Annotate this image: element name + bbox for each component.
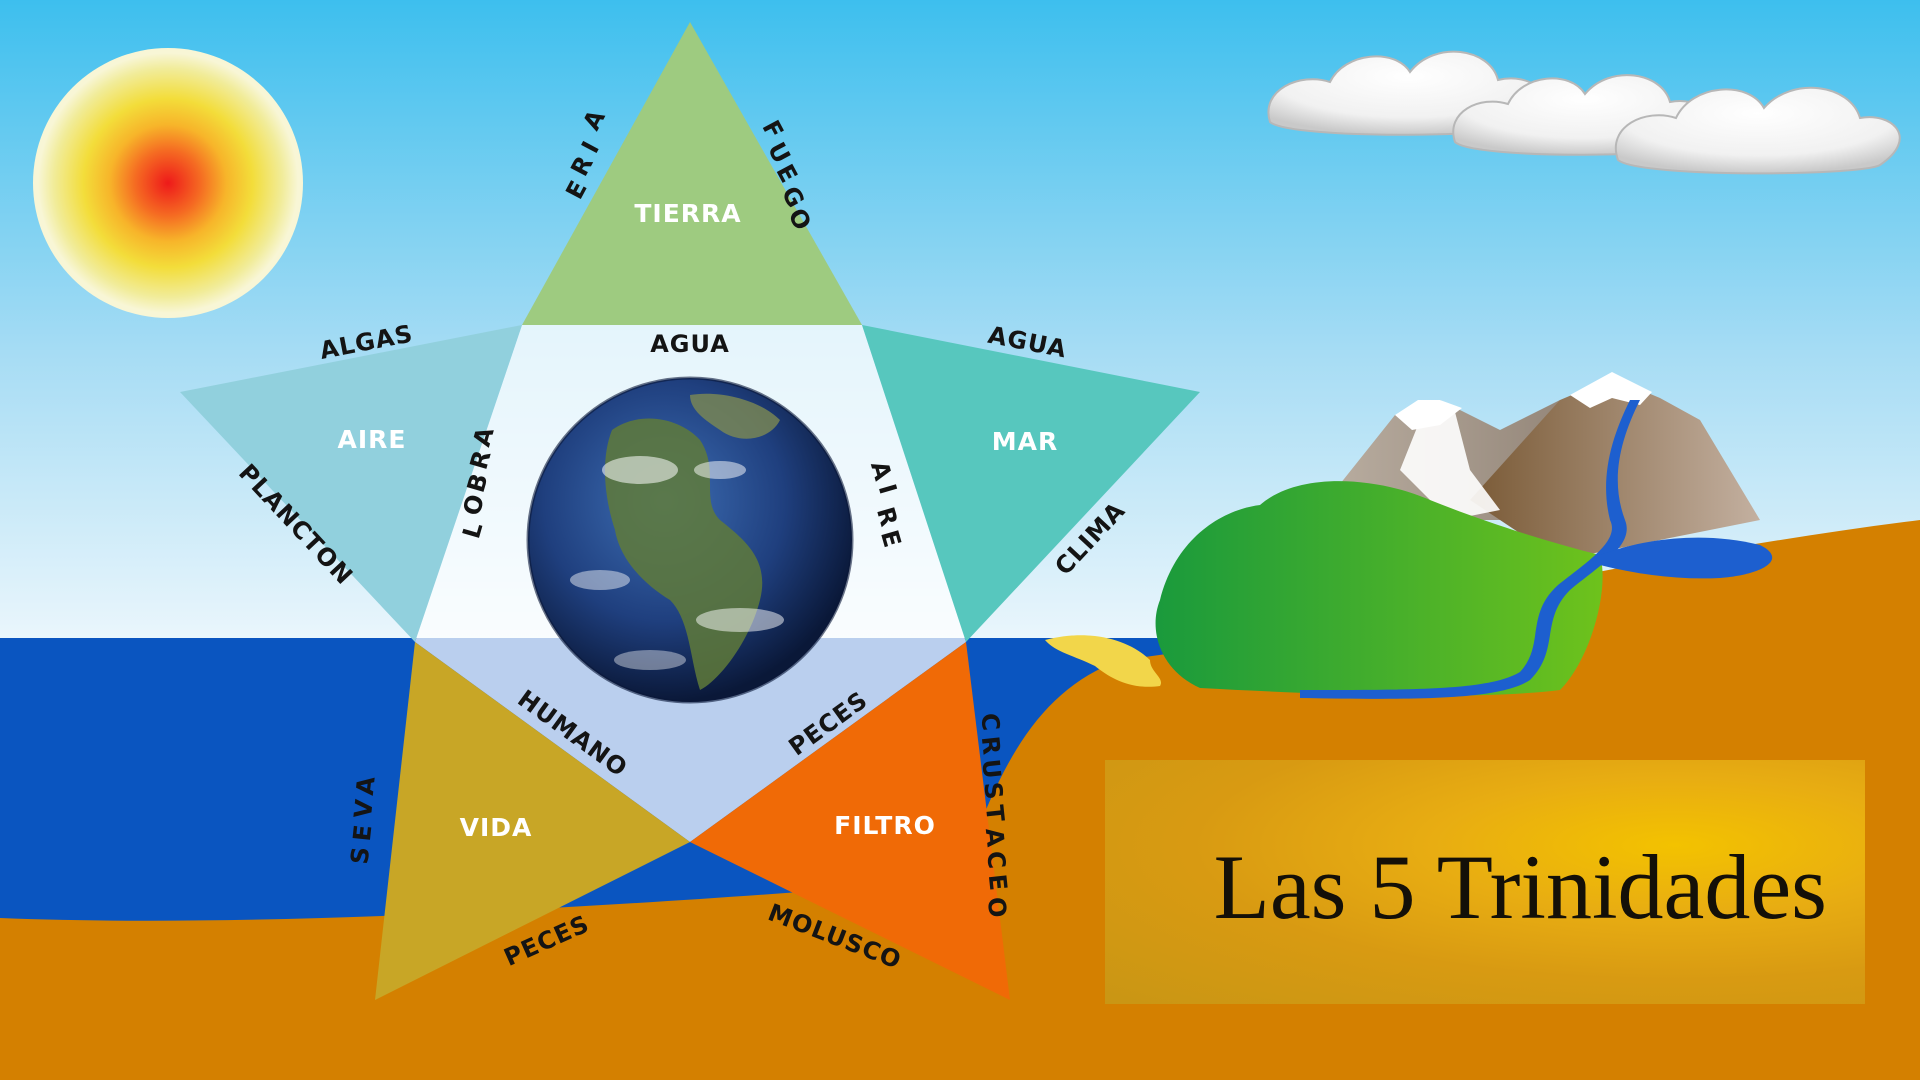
label-tierra: TIERRA — [634, 199, 741, 228]
beach — [1045, 635, 1162, 687]
green-hill — [1155, 481, 1603, 696]
label-center-top: AGUA — [650, 330, 730, 358]
sun-icon — [33, 48, 303, 318]
title-box: Las 5 Trinidades — [1105, 760, 1865, 1004]
label-mar: MAR — [992, 427, 1058, 456]
earth-icon — [526, 376, 854, 704]
triangle-mar — [862, 325, 1200, 642]
label-filtro: FILTRO — [834, 811, 936, 840]
label-vida: VIDA — [460, 813, 533, 842]
lake — [1600, 537, 1773, 579]
label-aire: AIRE — [338, 425, 407, 454]
triangle-vida — [375, 642, 690, 1000]
triangle-filtro — [690, 642, 1010, 1000]
clouds-icon — [1267, 50, 1901, 175]
triangle-aire — [180, 325, 522, 642]
triangle-tierra — [522, 22, 862, 325]
page-title: Las 5 Trinidades — [1213, 836, 1827, 938]
